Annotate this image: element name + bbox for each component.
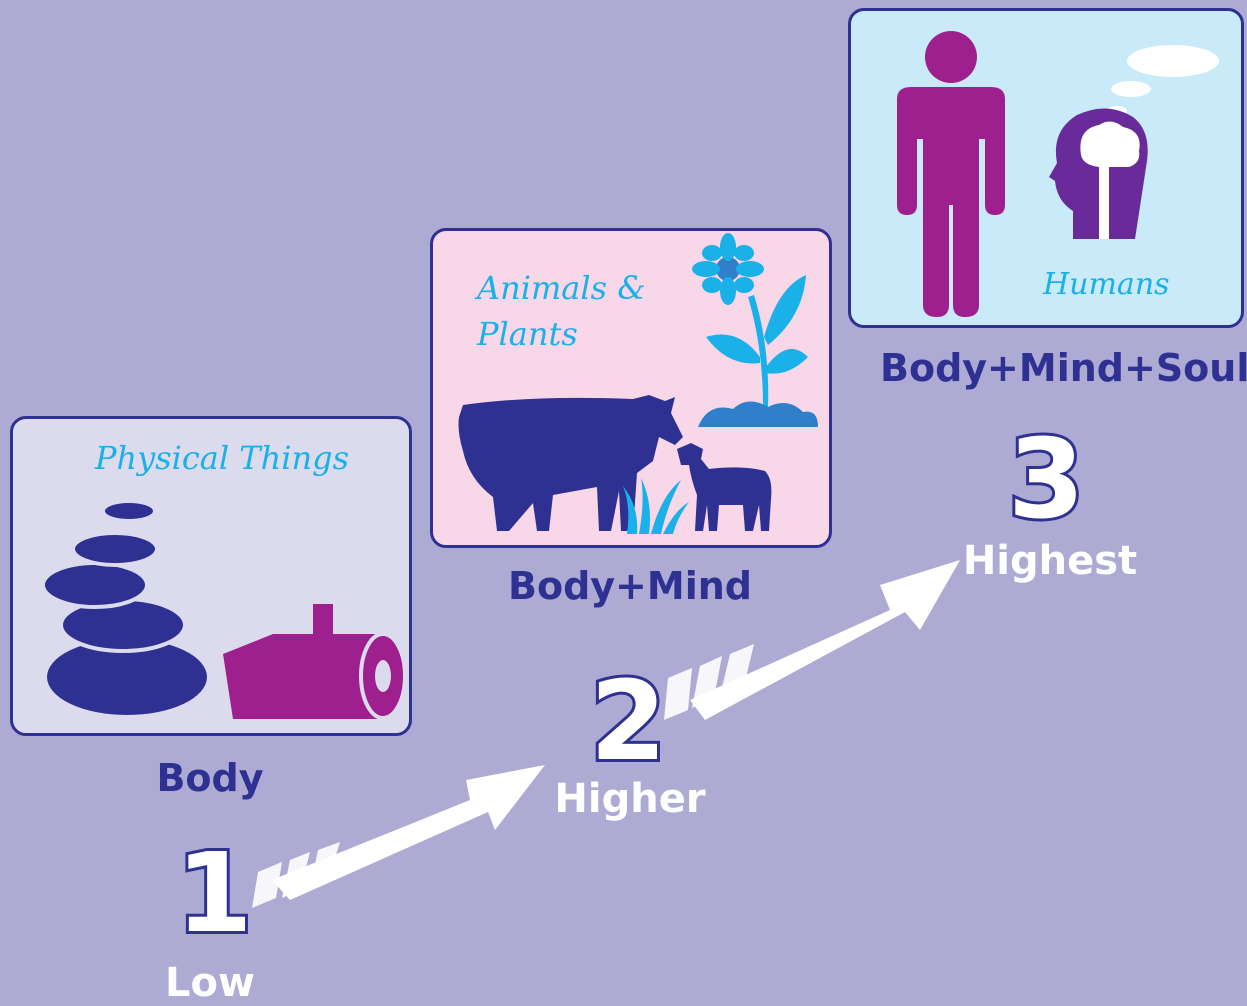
humans-card: Humans bbox=[848, 8, 1244, 328]
level-number-3: 3 bbox=[1008, 424, 1085, 534]
flower-icon bbox=[688, 237, 828, 437]
caption-body: Body bbox=[110, 756, 310, 800]
level-name-higher: Higher bbox=[540, 776, 720, 822]
animals-plants-card: Animals & Plants bbox=[430, 228, 832, 548]
card-title-animals-plants: Animals & Plants bbox=[477, 265, 667, 357]
log-icon bbox=[213, 604, 412, 724]
caption-body-mind-soul: Body+Mind+Soul bbox=[880, 346, 1220, 390]
level-number-2: 2 bbox=[590, 666, 667, 776]
card-title-humans: Humans bbox=[1043, 267, 1170, 302]
level-name-highest: Highest bbox=[950, 538, 1150, 584]
thinking-head-icon bbox=[1047, 31, 1227, 241]
stacked-stones-icon bbox=[31, 497, 231, 717]
physical-things-card: Physical Things bbox=[10, 416, 412, 736]
level-number-1: 1 bbox=[176, 838, 253, 948]
card-title-physical-things: Physical Things bbox=[95, 439, 349, 477]
level-name-low: Low bbox=[150, 960, 270, 1006]
grass-icon bbox=[621, 476, 691, 536]
person-icon bbox=[887, 29, 1017, 319]
caption-body-mind: Body+Mind bbox=[480, 564, 780, 608]
